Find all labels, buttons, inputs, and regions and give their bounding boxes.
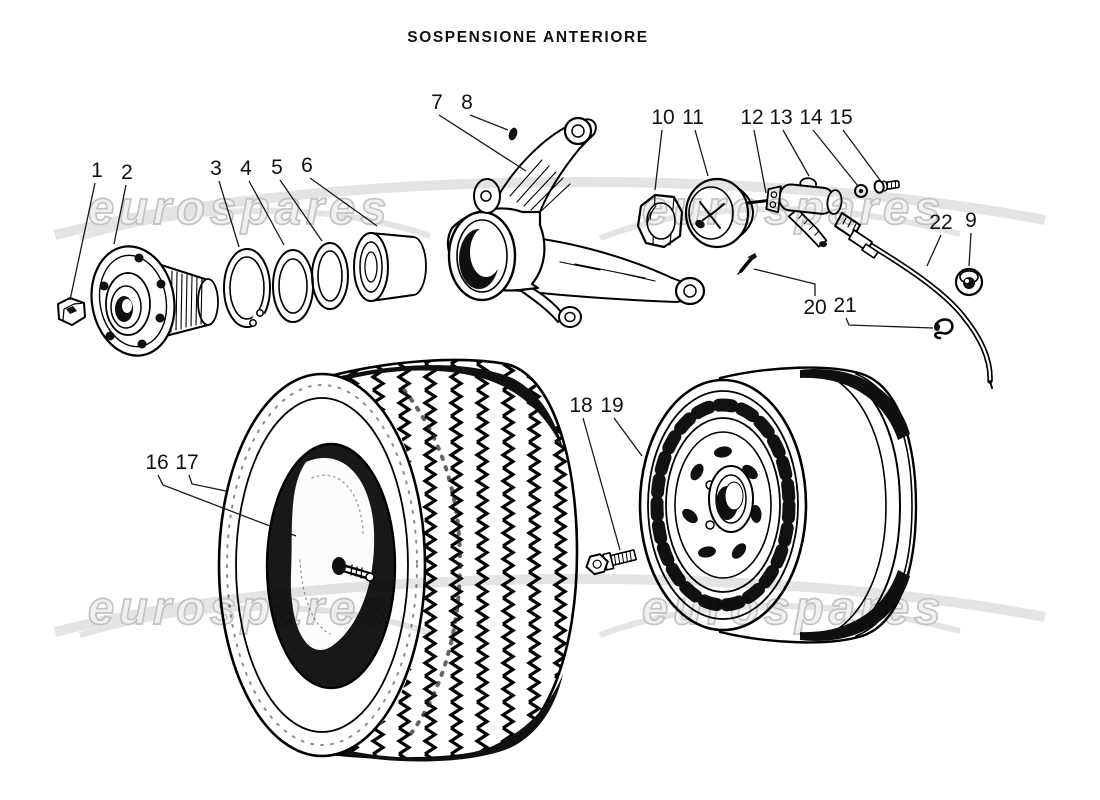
- leader-line-9: [968, 232, 972, 267]
- wheel-bolt-drawing: [585, 549, 637, 576]
- watermark-text: eurospares: [642, 581, 945, 634]
- callout-22: 22: [929, 211, 952, 234]
- leader-line-15: [842, 129, 881, 181]
- cotter-pin-drawing: [737, 253, 757, 275]
- callout-4: 4: [240, 157, 252, 180]
- drawing-layer: [57, 116, 993, 762]
- callout-20: 20: [803, 296, 826, 319]
- leader-line-12: [753, 129, 767, 194]
- steering-knuckle-drawing: [446, 116, 706, 328]
- watermark-layer: eurospares eurospares eurospares eurospares: [53, 176, 1046, 638]
- cable-clip-drawing: [934, 318, 954, 340]
- callout-11: 11: [682, 106, 704, 129]
- screw-drawing: [873, 179, 900, 194]
- grease-plug-drawing: [508, 127, 518, 141]
- leader-line-17: [188, 474, 227, 492]
- leader-line-21: [845, 317, 934, 329]
- leader-line-5: [279, 179, 323, 242]
- speedo-cable-drawing: [834, 212, 993, 389]
- leader-line-10: [654, 129, 663, 191]
- callout-17: 17: [175, 451, 198, 474]
- leader-line-4: [248, 180, 285, 246]
- tire-drawing: [217, 358, 579, 762]
- watermark-text: eurospares: [88, 181, 391, 234]
- leader-line-19: [613, 417, 643, 457]
- leader-line-2: [113, 184, 127, 245]
- seal-ring-2-drawing: [311, 242, 349, 310]
- bearing-drawing: [353, 232, 427, 302]
- leader-line-1: [69, 182, 96, 301]
- leader-line-7: [438, 114, 527, 172]
- callout-21: 21: [833, 294, 856, 317]
- callout-13: 13: [769, 106, 792, 129]
- callout-5: 5: [271, 156, 283, 179]
- callout-6: 6: [301, 154, 313, 177]
- callout-3: 3: [210, 157, 222, 180]
- watermark-text: eurospares: [642, 181, 945, 234]
- leader-line-22: [926, 234, 942, 267]
- callout-19: 19: [600, 394, 623, 417]
- callout-2: 2: [121, 161, 133, 184]
- watermark-text: eurospares: [88, 581, 391, 634]
- callout-14: 14: [799, 106, 823, 129]
- diagram-title: SOSPENSIONE ANTERIORE: [407, 29, 648, 46]
- callout-16: 16: [145, 451, 168, 474]
- callout-7: 7: [431, 91, 443, 114]
- callout-10: 10: [651, 106, 674, 129]
- wheel-rim-drawing: [638, 366, 918, 644]
- callout-12: 12: [740, 106, 763, 129]
- callout-18: 18: [569, 394, 592, 417]
- leader-line-18: [582, 417, 621, 551]
- callout-1: 1: [91, 159, 103, 182]
- callout-15: 15: [829, 106, 852, 129]
- leader-line-3: [218, 180, 240, 248]
- leader-line-8: [469, 114, 509, 131]
- callout-8: 8: [461, 91, 473, 114]
- callout-9: 9: [965, 209, 977, 232]
- leader-line-16: [157, 474, 297, 537]
- leader-line-14: [812, 129, 859, 187]
- leader-line-20: [753, 268, 816, 296]
- leader-line-11: [694, 129, 709, 177]
- wheel-hub-drawing: [90, 245, 219, 357]
- grommet-drawing: [954, 267, 984, 297]
- hub-nut-drawing: [57, 297, 86, 326]
- leader-line-13: [782, 129, 810, 177]
- leader-line-6: [309, 177, 378, 227]
- seal-ring-drawing: [272, 249, 314, 323]
- snap-ring-drawing: [223, 248, 282, 346]
